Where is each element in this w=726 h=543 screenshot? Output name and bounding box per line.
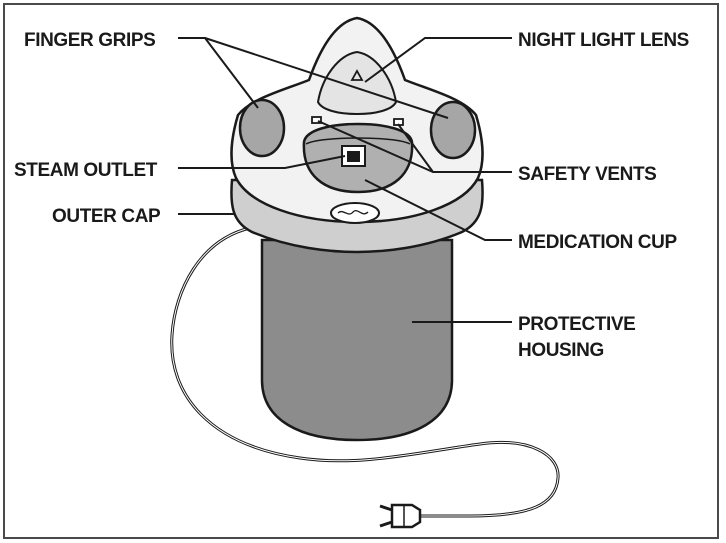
leader-steam-outlet [178,155,346,169]
label-steam-outlet: STEAM OUTLET [14,160,158,181]
triangle-icon [350,69,364,81]
leader-night-light-lens [364,37,512,83]
safety-vent-left [311,116,322,124]
label-protective-housing-line2: HOUSING [518,340,604,361]
leader-medication-cup [364,179,512,241]
finger-grip-right [429,100,477,160]
label-finger-grips: FINGER GRIPS [24,30,155,51]
leader-safety-vents-right [397,123,434,173]
power-plug-icon [379,503,422,529]
label-outer-cap: OUTER CAP [52,206,161,227]
label-safety-vents: SAFETY VENTS [518,164,656,185]
cap-top [230,16,484,224]
leader-finger-grips-left [178,37,259,109]
finger-grip-left [238,98,286,158]
leader-finger-grips-right [204,37,449,119]
brand-oval-logo [330,202,380,224]
protective-housing [260,238,454,442]
leader-lines [178,37,512,323]
label-night-light-lens: NIGHT LIGHT LENS [518,30,689,51]
label-protective-housing-line1: PROTECTIVE [518,314,635,335]
label-medication-cup: MEDICATION CUP [518,232,677,253]
